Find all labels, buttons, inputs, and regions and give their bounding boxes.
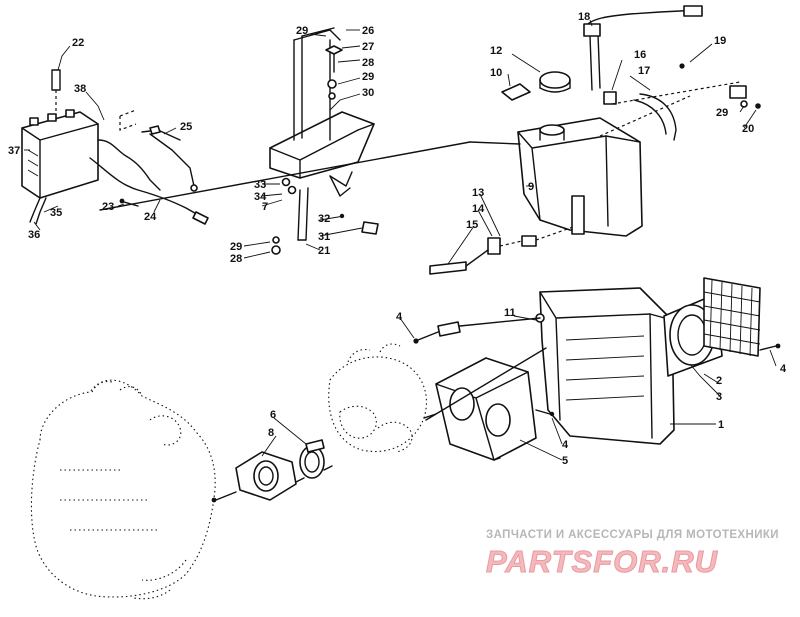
callout-number: 27 — [362, 41, 374, 53]
callout-number: 18 — [578, 11, 590, 23]
callout-number: 10 — [490, 67, 502, 79]
callout-number: 13 — [472, 187, 484, 199]
callout-number: 29 — [230, 241, 242, 253]
callout-number: 2 — [716, 375, 722, 387]
engine-outline — [30, 379, 217, 600]
oil-tank — [429, 5, 761, 275]
battery-assembly — [21, 69, 209, 225]
callout-number: 5 — [562, 455, 568, 467]
carburetors — [328, 343, 428, 453]
callout-number: 8 — [268, 427, 274, 439]
callout-number: 32 — [318, 213, 330, 225]
callout-number: 26 — [362, 25, 374, 37]
callout-number: 19 — [714, 35, 726, 47]
callout-number: 15 — [466, 219, 478, 231]
callout-number: 7 — [262, 201, 268, 213]
callout-number: 9 — [528, 181, 534, 193]
callout-number: 23 — [102, 201, 114, 213]
callout-number: 25 — [180, 121, 192, 133]
watermark-brand: PARTSFOR.RU — [486, 544, 719, 579]
callout-number: 22 — [72, 37, 84, 49]
callout-number: 29 — [362, 71, 374, 83]
callout-number: 29 — [296, 25, 308, 37]
callout-number: 14 — [472, 203, 485, 215]
center-lines — [215, 95, 691, 501]
callout-number: 38 — [74, 83, 86, 95]
clamp-and-flange — [235, 439, 325, 501]
callout-number: 11 — [504, 307, 516, 319]
callout-number: 29 — [716, 107, 728, 119]
leader-lines — [24, 19, 777, 461]
callout-number: 36 — [28, 229, 40, 241]
callout-number: 4 — [780, 363, 787, 375]
callout-number: 30 — [362, 87, 374, 99]
callout-number: 4 — [562, 439, 569, 451]
battery-bracket — [99, 27, 471, 255]
callout-number: 35 — [50, 207, 62, 219]
callout-number: 20 — [742, 123, 754, 135]
callout-number: 4 — [396, 311, 403, 323]
callout-number: 37 — [8, 145, 20, 157]
callout-number: 12 — [490, 45, 502, 57]
watermark-subtitle: ЗАПЧАСТИ И АКСЕССУАРЫ ДЛЯ МОТОТЕХНИКИ — [486, 529, 779, 541]
callout-labels: 1234445678910111213141516171819202122232… — [8, 11, 787, 467]
callout-number: 3 — [716, 391, 722, 403]
callout-number: 31 — [318, 231, 330, 243]
callout-number: 1 — [718, 419, 724, 431]
callout-number: 24 — [144, 211, 157, 223]
callout-number: 33 — [254, 179, 266, 191]
callout-number: 6 — [270, 409, 276, 421]
air-silencer — [413, 277, 781, 445]
callout-number: 34 — [254, 191, 267, 203]
watermark: ЗАПЧАСТИ И АКСЕССУАРЫ ДЛЯ МОТОТЕХНИКИ PA… — [486, 529, 779, 580]
callout-number: 28 — [362, 57, 374, 69]
callout-number: 17 — [638, 65, 650, 77]
callout-number: 21 — [318, 245, 330, 257]
intake-adapter — [435, 357, 555, 461]
callout-number: 16 — [634, 49, 646, 61]
callout-number: 28 — [230, 253, 242, 265]
